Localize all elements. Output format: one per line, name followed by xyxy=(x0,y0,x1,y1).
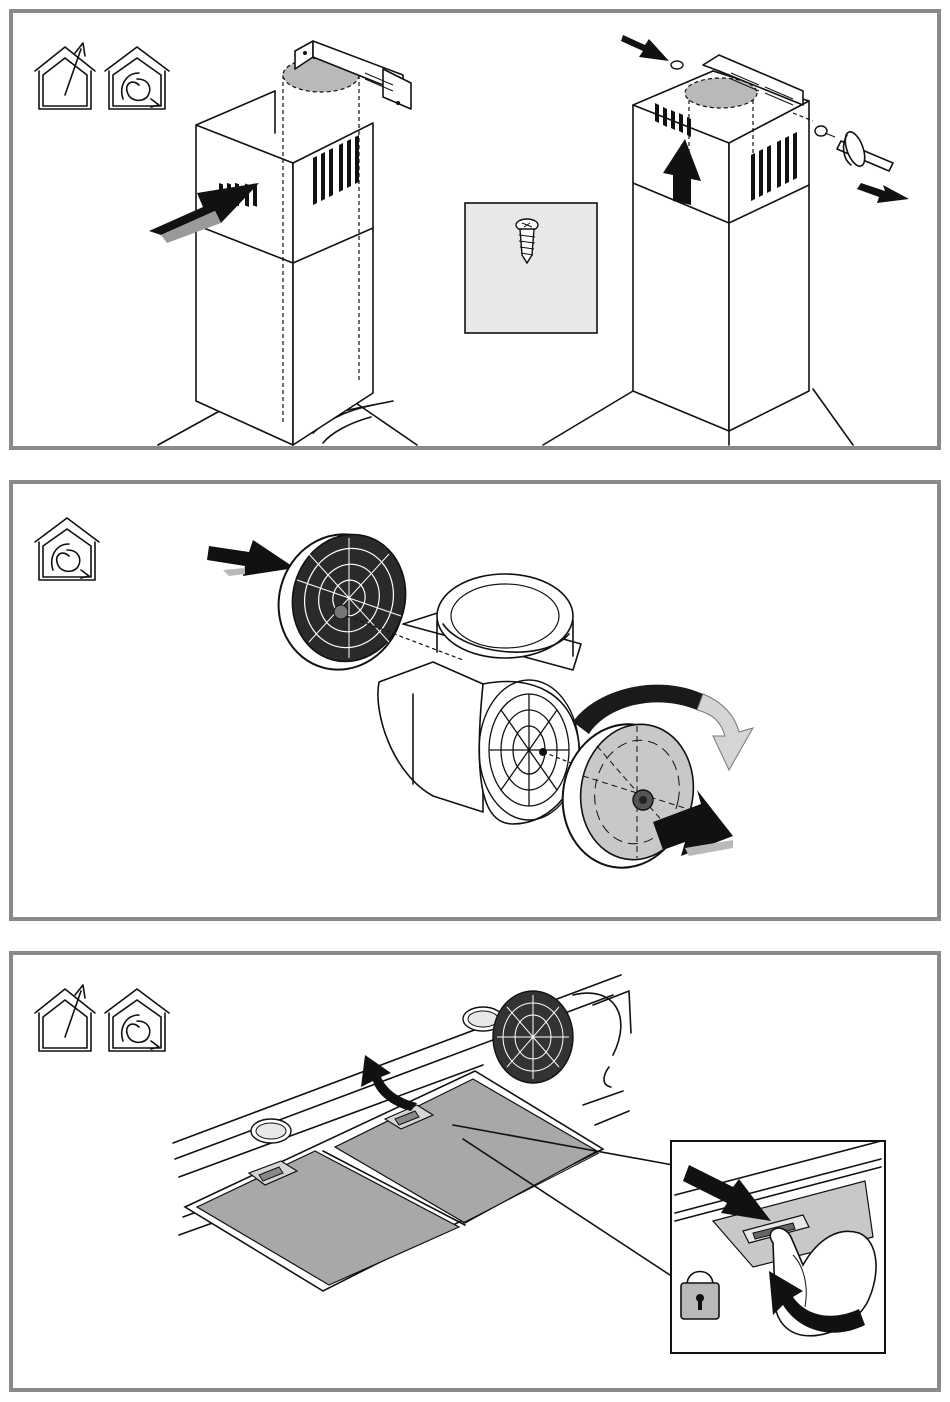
panel-chimney-assembly xyxy=(9,9,941,450)
carbon-filter-illustration xyxy=(13,484,941,921)
recirculation-icon xyxy=(105,47,169,109)
panel-carbon-filter-installation xyxy=(9,480,941,921)
panel-grease-filter-installation xyxy=(9,951,941,1392)
carbon-filter-left xyxy=(264,520,463,683)
grease-filter-illustration xyxy=(13,955,941,1392)
screw-detail-icon xyxy=(465,203,597,333)
chimney-assembly-illustration xyxy=(13,13,941,450)
right-chimney xyxy=(621,35,909,431)
recirculation-icon xyxy=(105,989,169,1051)
recirculation-icon xyxy=(35,518,99,580)
filter-latch-detail xyxy=(671,1141,885,1353)
ducted-extraction-icon xyxy=(35,985,95,1051)
left-chimney xyxy=(149,41,411,445)
ducted-extraction-icon xyxy=(35,43,95,109)
grease-filters xyxy=(185,1055,603,1291)
